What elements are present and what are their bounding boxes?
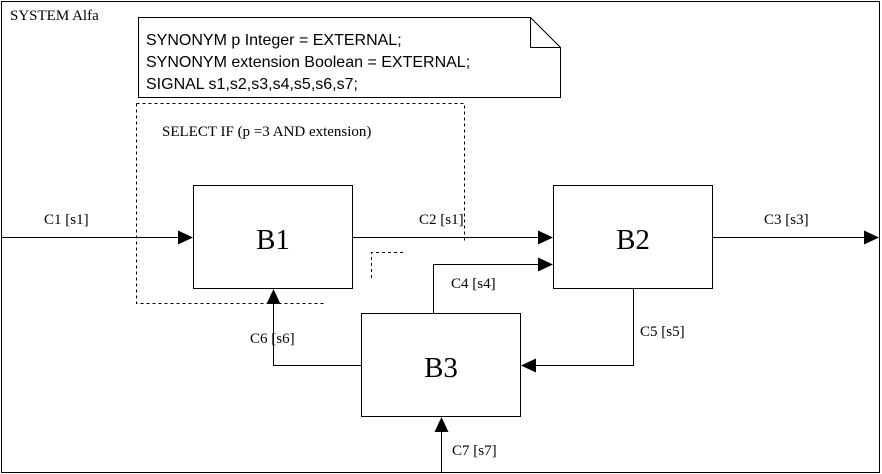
channel-c2-label: C2 [s1]	[419, 212, 464, 228]
note-line-3: SIGNAL s1,s2,s3,s4,s5,s6,s7;	[146, 76, 358, 93]
channel-c2[interactable]: C2 [s1]	[353, 212, 553, 245]
channel-c3-label: C3 [s3]	[764, 212, 809, 228]
channel-c1-label: C1 [s1]	[44, 212, 89, 228]
block-b1-label: B1	[256, 224, 290, 256]
channel-c3[interactable]: C3 [s3]	[713, 212, 879, 245]
select-region: SELECT IF (p =3 AND extension)	[136, 103, 465, 304]
channel-c6[interactable]: C6 [s6]	[250, 289, 361, 366]
channel-c7[interactable]: C7 [s7]	[434, 417, 497, 472]
block-b3-label: B3	[424, 352, 458, 384]
block-b3[interactable]: B3	[361, 313, 521, 417]
block-b2-label: B2	[616, 224, 650, 256]
channel-c5-label: C5 [s5]	[640, 324, 685, 340]
select-condition: SELECT IF (p =3 AND extension)	[162, 124, 371, 140]
note-line-2: SYNONYM extension Boolean = EXTERNAL;	[146, 54, 470, 71]
channel-c4-label: C4 [s4]	[451, 276, 496, 292]
channel-c1[interactable]: C1 [s1]	[2, 212, 193, 245]
declarations-note: SYNONYM p Integer = EXTERNAL; SYNONYM ex…	[138, 17, 561, 98]
channel-c5[interactable]: C5 [s5]	[521, 289, 685, 373]
channel-c6-label: C6 [s6]	[250, 331, 295, 347]
block-b2[interactable]: B2	[553, 185, 713, 289]
block-b1[interactable]: B1	[193, 185, 353, 289]
note-line-1: SYNONYM p Integer = EXTERNAL;	[146, 32, 402, 49]
system-title: SYSTEM Alfa	[10, 8, 99, 24]
channel-c4[interactable]: C4 [s4]	[433, 257, 554, 314]
channel-c7-label: C7 [s7]	[452, 443, 497, 459]
